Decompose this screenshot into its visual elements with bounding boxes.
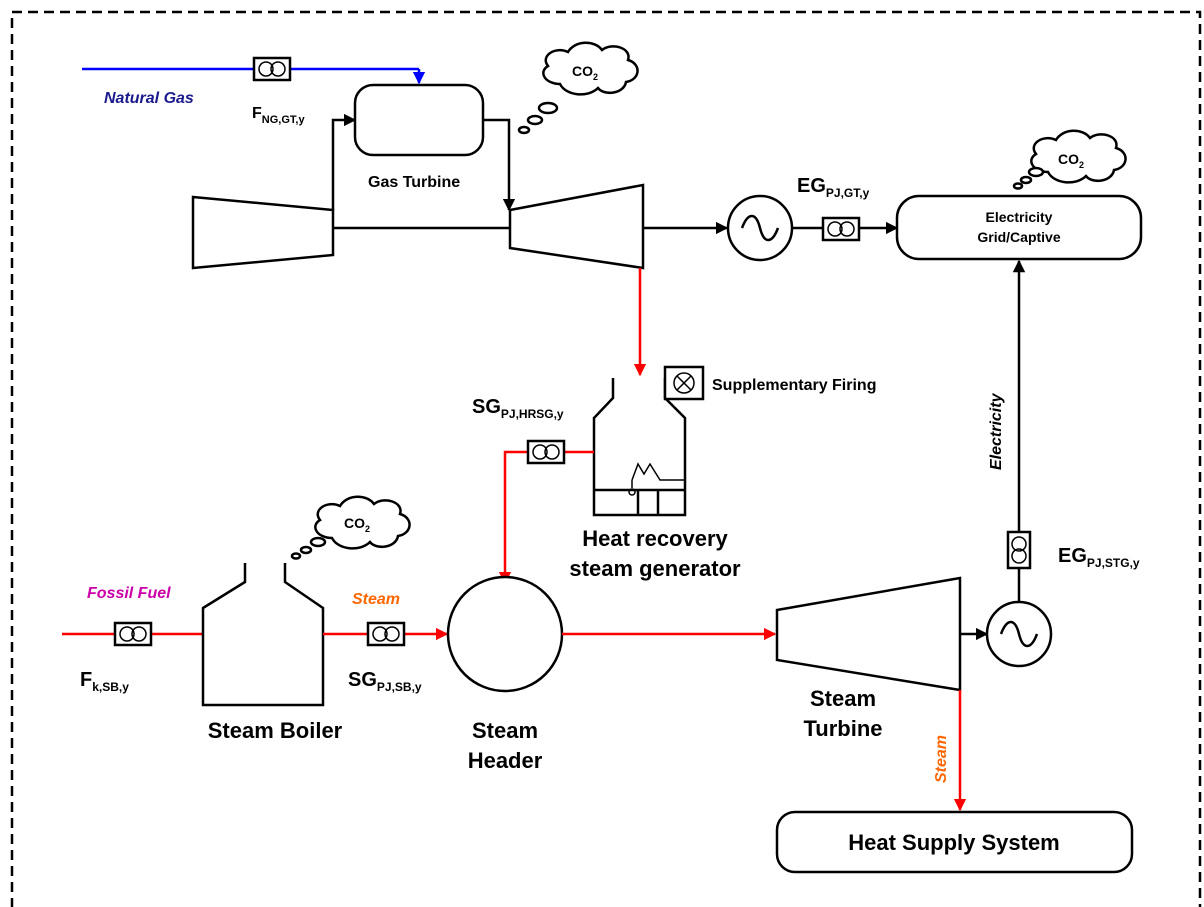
gas-turbine xyxy=(508,183,645,270)
system-boundary xyxy=(10,10,1202,907)
steam-header xyxy=(446,575,564,693)
co2-cloud-grid-icon: CO2 xyxy=(1012,129,1127,190)
steam-turbine-label-line1: Steam xyxy=(810,686,876,711)
burner-cross-icon xyxy=(663,365,705,401)
natural-gas-label: Natural Gas xyxy=(104,90,194,107)
electricity-grid-box xyxy=(895,194,1143,261)
fossil-fuel-meter-icon xyxy=(113,621,153,647)
fossil-fuel-label: Fossil Fuel xyxy=(87,585,171,602)
gt-generator-icon xyxy=(726,194,794,262)
f-k-sb-label: Fk,SB,y xyxy=(80,669,129,694)
steam-turbine xyxy=(775,576,962,692)
hrsg-unit xyxy=(592,378,687,517)
heat-supply-system-label: Heat Supply System xyxy=(848,830,1060,855)
electricity-grid-line2: Grid/Captive xyxy=(977,229,1060,245)
compressor xyxy=(191,195,335,270)
stg-generator-icon xyxy=(985,600,1053,668)
supplementary-firing-label: Supplementary Firing xyxy=(712,377,876,394)
sg-sb-label: SGPJ,SB,y xyxy=(348,669,422,694)
heat-supply-system-box xyxy=(775,810,1134,874)
steam-header-label-line2: Header xyxy=(468,748,543,773)
steam-top-label: Steam xyxy=(352,591,400,608)
eg-stg-meter-icon xyxy=(1006,530,1032,570)
natural-gas-meter-icon xyxy=(252,56,292,82)
natural-gas-line xyxy=(82,67,426,85)
steam-boiler-label: Steam Boiler xyxy=(208,718,343,743)
f-ng-gt-label: FNG,GT,y xyxy=(252,105,305,126)
eg-gt-label: EGPJ,GT,y xyxy=(797,175,870,200)
electricity-grid-line1: Electricity xyxy=(986,209,1053,225)
hrsg-steam-line xyxy=(498,450,594,585)
co2-cloud-gas-turbine-icon: CO2 xyxy=(517,41,639,135)
electricity-vertical-label: Electricity xyxy=(988,392,1005,470)
eg-stg-label: EGPJ,STG,y xyxy=(1058,545,1140,570)
sg-hrsg-label: SGPJ,HRSG,y xyxy=(472,396,564,421)
svg-text:CO2: CO2 xyxy=(344,515,370,534)
steam-header-label-line1: Steam xyxy=(472,718,538,743)
gas-turbine-label: Gas Turbine xyxy=(368,174,460,191)
svg-text:CO2: CO2 xyxy=(572,63,598,82)
combustion-chamber xyxy=(353,83,485,157)
hrsg-label-line1: Heat recovery xyxy=(582,526,728,551)
eg-gt-meter-icon xyxy=(821,216,861,242)
co2-cloud-boiler-icon: CO2 xyxy=(290,495,411,560)
svg-text:CO2: CO2 xyxy=(1058,151,1084,170)
steam-turbine-label-line2: Turbine xyxy=(803,716,882,741)
sg-hrsg-meter-icon xyxy=(526,439,566,465)
steam-vertical-label: Steam xyxy=(933,735,950,783)
hrsg-label-line2: steam generator xyxy=(569,556,741,581)
sg-sb-meter-icon xyxy=(366,621,406,647)
steam-boiler xyxy=(201,563,325,707)
